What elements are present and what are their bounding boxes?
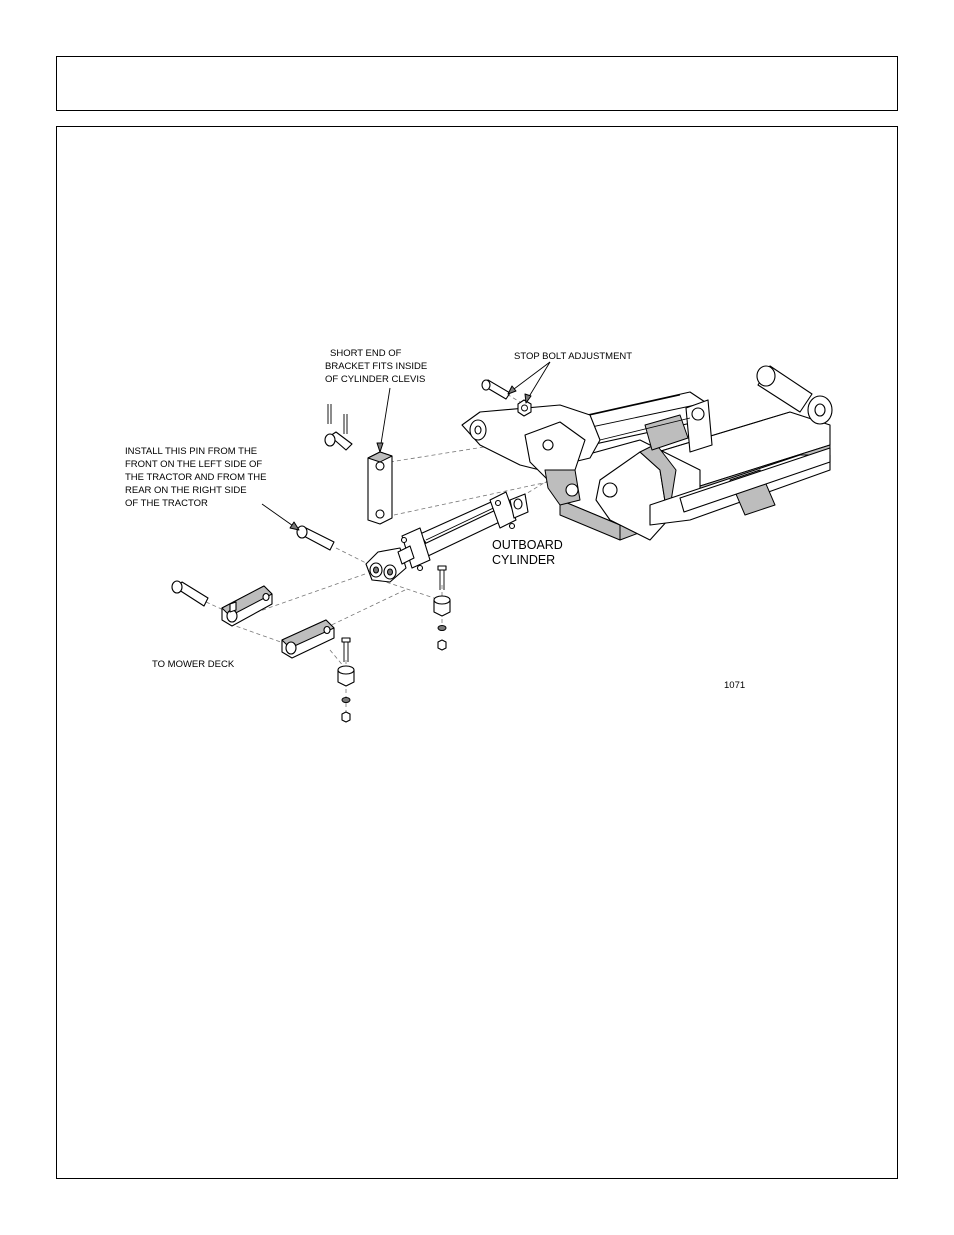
upper-link-bar bbox=[221, 585, 273, 627]
figure-number: 1071 bbox=[724, 680, 745, 691]
label-short-end-bracket: SHORT END OF BRACKET FITS INSIDE OF CYLI… bbox=[325, 348, 427, 385]
svg-text:INSTALL THIS PIN FROM THE: INSTALL THIS PIN FROM THE bbox=[125, 446, 257, 457]
label-outboard-cylinder: OUTBOARD CYLINDER bbox=[492, 538, 563, 567]
lower-link-bar bbox=[281, 619, 335, 659]
svg-text:BRACKET FITS INSIDE: BRACKET FITS INSIDE bbox=[325, 361, 427, 372]
hardware-stack-right bbox=[433, 565, 451, 651]
clevis-pin-top bbox=[324, 431, 353, 451]
svg-text:OF CYLINDER CLEVIS: OF CYLINDER CLEVIS bbox=[325, 374, 425, 385]
label-to-mower-deck: TO MOWER DECK bbox=[152, 659, 235, 670]
mower-deck-pin bbox=[171, 580, 209, 607]
leader-lines bbox=[261, 361, 551, 531]
arrowhead-bolt bbox=[507, 385, 517, 395]
header-box bbox=[56, 56, 898, 111]
outboard-cylinder bbox=[365, 491, 529, 583]
svg-text:SHORT END OF: SHORT END OF bbox=[330, 348, 402, 359]
svg-text:OUTBOARD: OUTBOARD bbox=[492, 538, 563, 552]
link-bracket bbox=[367, 451, 393, 525]
arrowhead-nut bbox=[524, 393, 532, 404]
cotter-pins bbox=[327, 404, 348, 434]
main-frame-weldment bbox=[519, 365, 833, 541]
content-box bbox=[56, 126, 898, 1179]
svg-text:THE TRACTOR AND FROM THE: THE TRACTOR AND FROM THE bbox=[125, 472, 266, 483]
stop-bolt-nut bbox=[517, 399, 532, 417]
arrowhead-bracket bbox=[376, 442, 384, 453]
hardware-stack-bottom bbox=[337, 637, 355, 723]
label-stop-bolt: STOP BOLT ADJUSTMENT bbox=[514, 351, 632, 362]
svg-text:CYLINDER: CYLINDER bbox=[492, 553, 555, 567]
svg-text:FRONT ON THE LEFT SIDE OF: FRONT ON THE LEFT SIDE OF bbox=[125, 459, 262, 470]
svg-text:OF THE TRACTOR: OF THE TRACTOR bbox=[125, 498, 208, 509]
install-pin bbox=[296, 525, 335, 551]
svg-text:REAR ON THE RIGHT SIDE: REAR ON THE RIGHT SIDE bbox=[125, 485, 247, 496]
stop-bolt bbox=[481, 379, 511, 400]
label-install-pin: INSTALL THIS PIN FROM THE FRONT ON THE L… bbox=[125, 446, 266, 509]
arrowhead-pin bbox=[289, 521, 300, 531]
front-clevis-bracket bbox=[461, 394, 691, 506]
